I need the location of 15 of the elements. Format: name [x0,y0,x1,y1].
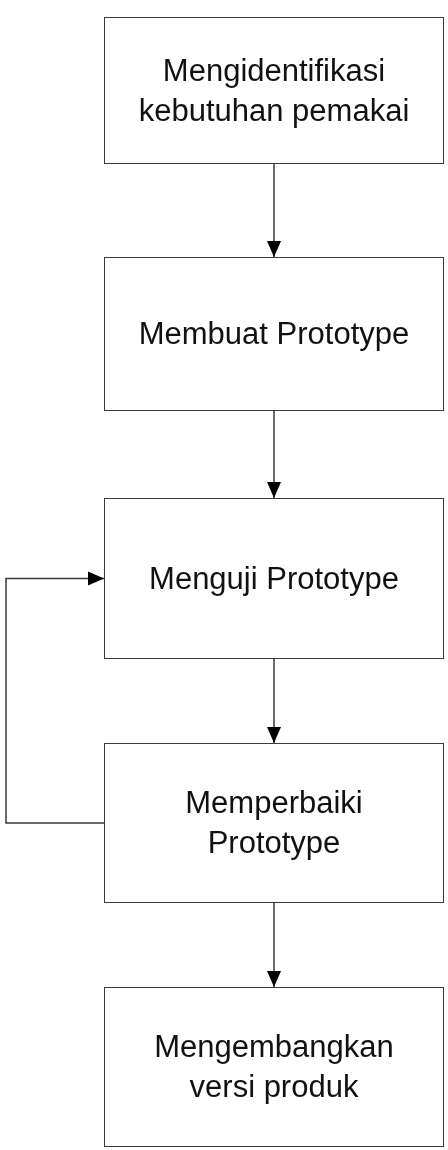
process-box [104,17,444,164]
step-label: Menguji Prototype [148,559,400,598]
step-label: Mengembangkan versi produk [153,1028,395,1106]
arrow [267,658,281,744]
process-box [104,498,444,659]
step-label: Membuat Prototype [137,315,411,353]
process-box [104,257,444,411]
step-label: Mengidentifikasi kebutuhan pemakai [137,51,411,130]
process-box [104,743,444,903]
arrow [5,571,105,824]
arrow [267,163,281,258]
arrow [267,902,281,988]
process-box [104,987,444,1147]
arrow [267,410,281,499]
step-label: Memperbaiki Prototype [184,784,364,862]
